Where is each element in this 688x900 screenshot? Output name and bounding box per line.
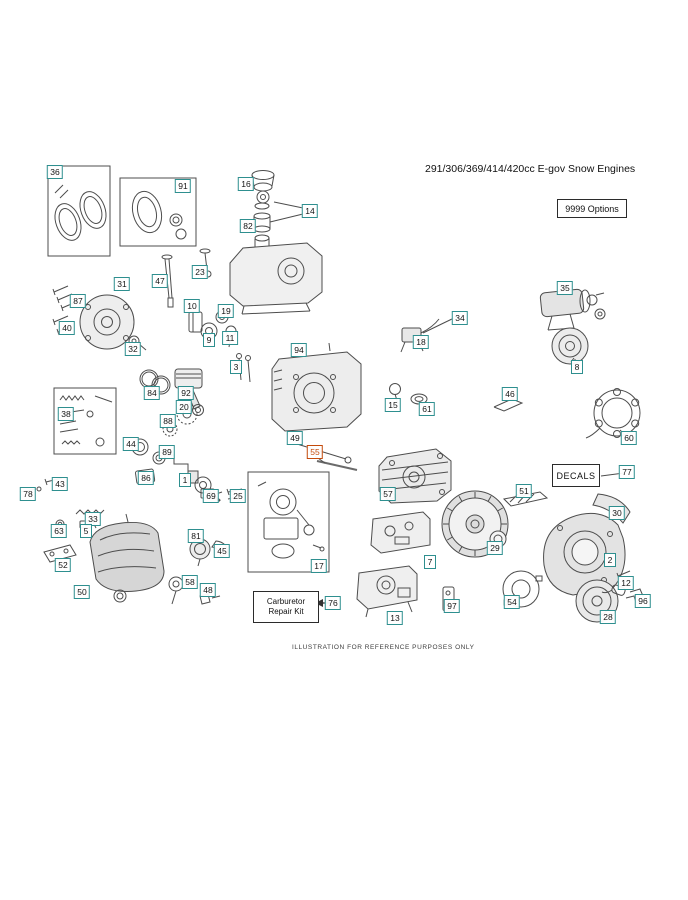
callout-54: 54: [503, 595, 521, 609]
callout-17: 17: [310, 559, 328, 573]
carb-kit-text: Carburetor Repair Kit: [267, 597, 305, 617]
callout-44: 44: [122, 437, 140, 451]
callout-16: 16: [237, 177, 255, 191]
callout-40: 40: [58, 321, 76, 335]
callout-23: 23: [191, 265, 209, 279]
callout-91: 91: [174, 179, 192, 193]
callout-76: 76: [324, 596, 342, 610]
callout-78: 78: [19, 487, 37, 501]
callout-63: 63: [50, 524, 68, 538]
callout-88: 88: [159, 414, 177, 428]
callout-34: 34: [451, 311, 469, 325]
callout-46: 46: [501, 387, 519, 401]
callout-35: 35: [556, 281, 574, 295]
callout-5: 5: [80, 524, 92, 538]
carb-kit-line2: Repair Kit: [268, 607, 304, 616]
callout-12: 12: [617, 576, 635, 590]
callout-13: 13: [386, 611, 404, 625]
air-vane-bracket-art: [493, 398, 524, 412]
blower-housing-art: [543, 512, 626, 596]
callout-92: 92: [177, 386, 195, 400]
callout-15: 15: [384, 398, 402, 412]
carb-kit-line1: Carburetor: [266, 597, 306, 606]
callout-10: 10: [183, 299, 201, 313]
callout-14: 14: [301, 204, 319, 218]
callout-69: 69: [202, 489, 220, 503]
gasket-set-box-art: [47, 165, 111, 257]
callout-86: 86: [137, 471, 155, 485]
alternator-stator-art: [585, 388, 641, 439]
muffler-art: [89, 513, 165, 603]
callout-45: 45: [213, 544, 231, 558]
callout-1: 1: [179, 473, 191, 487]
callout-47: 47: [151, 274, 169, 288]
callout-2: 2: [604, 553, 616, 567]
callout-81: 81: [187, 529, 205, 543]
decals-box: DECALS: [552, 464, 600, 487]
callout-58: 58: [181, 575, 199, 589]
fuel-tank-art: [229, 234, 323, 315]
callout-51: 51: [515, 484, 533, 498]
options-box: 9999 Options: [557, 199, 627, 218]
callout-38: 38: [57, 407, 75, 421]
callout-96: 96: [634, 594, 652, 608]
callout-43: 43: [51, 477, 69, 491]
callout-28: 28: [599, 610, 617, 624]
callout-11: 11: [222, 331, 238, 345]
callout-55: 55: [306, 445, 324, 459]
callout-57: 57: [379, 487, 397, 501]
starter-cup-art: [551, 327, 589, 365]
callout-49: 49: [286, 431, 304, 445]
callout-61: 61: [418, 402, 436, 416]
callout-7: 7: [424, 555, 436, 569]
callout-32: 32: [124, 342, 142, 356]
fuel-pump-box-art: [356, 565, 418, 618]
callout-8: 8: [571, 360, 583, 374]
callout-50: 50: [73, 585, 91, 599]
backing-plate-art: [502, 570, 543, 608]
callout-30: 30: [608, 506, 626, 520]
control-panel-art: [370, 511, 431, 554]
carburetor-detail-box-art: [247, 471, 330, 573]
callout-33: 33: [84, 512, 102, 526]
governor-detail-box-art: [53, 387, 117, 455]
head-gasket-box-art: [119, 177, 197, 247]
callout-52: 52: [54, 558, 72, 572]
callout-3: 3: [230, 360, 242, 374]
callout-87: 87: [69, 294, 87, 308]
callout-25: 25: [229, 489, 247, 503]
cylinder-block-art: [271, 342, 362, 432]
callout-31: 31: [113, 277, 131, 291]
page-title: 291/306/369/414/420cc E-gov Snow Engines: [425, 163, 636, 175]
crankcase-cover-art: [79, 294, 135, 350]
callout-84: 84: [143, 386, 161, 400]
callout-97: 97: [443, 599, 461, 613]
footer-note: ILLUSTRATION FOR REFERENCE PURPOSES ONLY: [292, 644, 475, 651]
callout-18: 18: [412, 335, 430, 349]
carburetor-repair-kit-box: Carburetor Repair Kit: [253, 591, 319, 623]
callout-89: 89: [158, 445, 176, 459]
callout-77: 77: [618, 465, 636, 479]
callout-29: 29: [486, 541, 504, 555]
callout-94: 94: [290, 343, 308, 357]
callout-20: 20: [175, 400, 193, 414]
callout-36: 36: [46, 165, 64, 179]
callout-9: 9: [203, 333, 215, 347]
callout-60: 60: [620, 431, 638, 445]
callout-19: 19: [217, 304, 235, 318]
callout-82: 82: [239, 219, 257, 233]
callout-48: 48: [199, 583, 217, 597]
